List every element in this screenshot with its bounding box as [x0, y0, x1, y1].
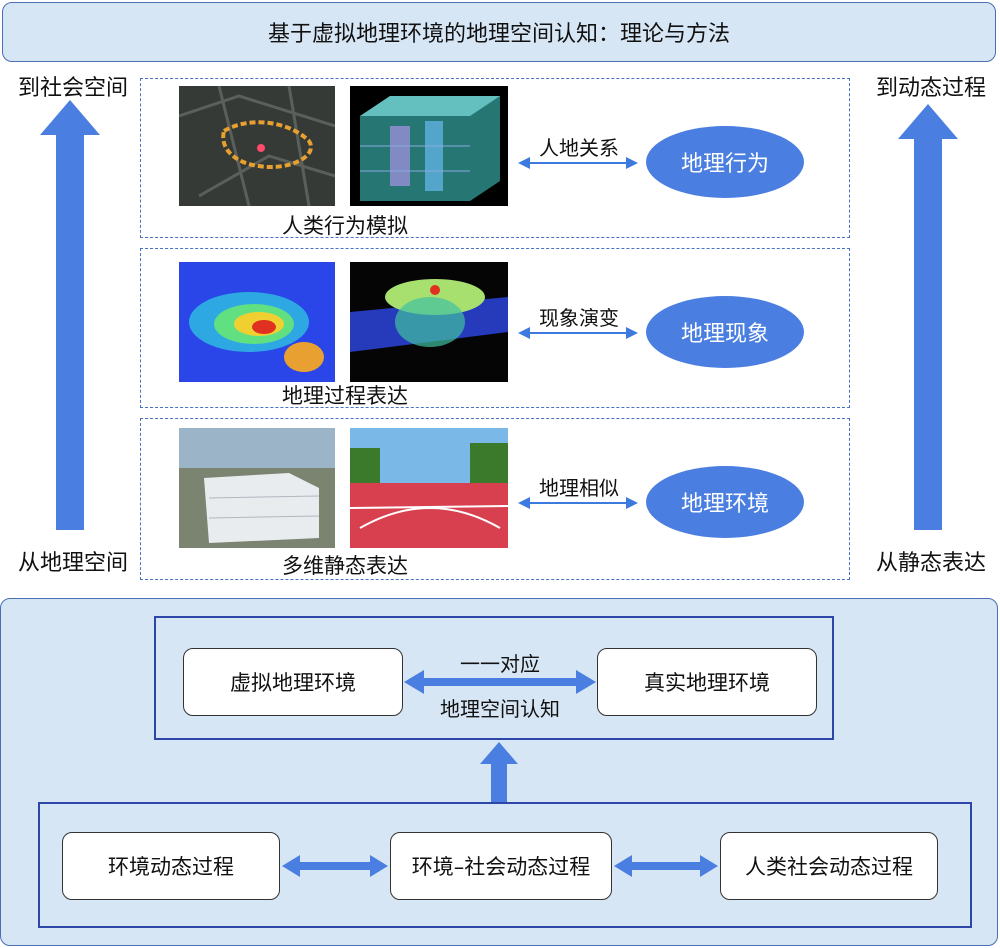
label-from-geo-space: 从地理空间 [18, 551, 129, 576]
title-bar: 基于虚拟地理环境的地理空间认知：理论与方法 [2, 2, 996, 62]
social-process-label: 人类社会动态过程 [745, 855, 913, 879]
label-from-static-expression: 从静态表达 [876, 551, 987, 576]
right-up-arrow [898, 104, 958, 530]
geo-phenomenon-label: 地理现象 [680, 322, 769, 347]
behavior-map-image [179, 86, 335, 206]
panel-behavior [140, 78, 850, 238]
panel-phenomenon [140, 248, 850, 408]
behavior-3d-image [350, 86, 508, 206]
geo-environment-label: 地理环境 [680, 492, 769, 517]
real-env-box: 真实地理环境 [597, 648, 817, 716]
process-box [38, 802, 972, 928]
ellipse-geo-behavior: 地理行为 [646, 126, 804, 198]
label-to-social-space: 到社会空间 [18, 76, 129, 101]
diagram-title: 基于虚拟地理环境的地理空间认知：理论与方法 [267, 22, 730, 47]
virtual-env-label: 虚拟地理环境 [230, 671, 356, 695]
static-building-image [179, 428, 335, 548]
geo-behavior-label: 地理行为 [680, 152, 769, 177]
caption-process-expression: 地理过程表达 [282, 384, 408, 408]
arrow-social-human [614, 855, 718, 877]
ellipse-geo-environment: 地理环境 [646, 466, 804, 538]
relation-phenomenon-evolution: 现象演变 [539, 306, 619, 330]
env-process-label: 环境动态过程 [108, 855, 234, 879]
env-social-process-label: 环境–社会动态过程 [411, 855, 591, 879]
arrow-up-to-cognition [480, 742, 518, 802]
ellipse-geo-phenomenon: 地理现象 [646, 296, 804, 368]
relation-geo-similarity: 地理相似 [539, 476, 619, 500]
cognition-box [154, 616, 834, 740]
process-heatmap-image [179, 262, 335, 382]
relation-human-land: 人地关系 [539, 136, 619, 160]
process-3d-image [350, 262, 508, 382]
arrow-virtual-real [404, 670, 596, 694]
caption-behavior-simulation: 人类行为模拟 [282, 214, 408, 238]
social-process-box: 人类社会动态过程 [720, 832, 938, 900]
static-court-image [350, 428, 508, 548]
env-process-box: 环境动态过程 [62, 832, 280, 900]
env-social-process-box: 环境–社会动态过程 [390, 832, 612, 900]
arrow-env-social [282, 855, 388, 877]
label-one-to-one: 一一对应 [460, 652, 540, 676]
real-env-label: 真实地理环境 [644, 671, 770, 695]
label-to-dynamic-process: 到动态过程 [876, 76, 987, 101]
left-up-arrow [40, 100, 100, 530]
virtual-env-box: 虚拟地理环境 [183, 648, 403, 716]
caption-static-expression: 多维静态表达 [282, 554, 408, 578]
label-geo-cognition: 地理空间认知 [440, 697, 560, 721]
panel-environment [140, 418, 850, 580]
